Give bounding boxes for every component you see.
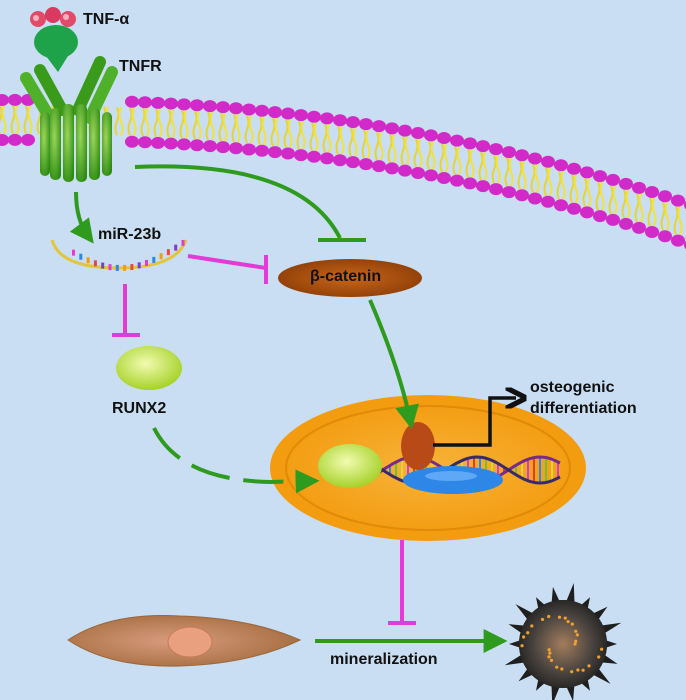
tnfr-to-mir-arrow [69, 191, 94, 244]
tnfr-label: TNFR [119, 58, 162, 75]
beta-catenin-label: β-catenin [310, 268, 382, 285]
beta-catenin-shape [278, 259, 422, 297]
osteogenic-arrow [433, 398, 516, 447]
osteogenic-label-line2: differentiation [530, 400, 637, 417]
mineralized-cell [504, 582, 622, 700]
tnfr-receptor [20, 56, 118, 182]
runx2-nuclear [318, 444, 382, 488]
runx2-to-nucleus-arrow [152, 427, 320, 494]
runx2-shape [116, 346, 182, 390]
beta-to-nucleus-arrow [368, 299, 419, 430]
tnf-alpha-label: TNF-α [83, 11, 130, 28]
cell-membrane [0, 93, 686, 250]
spindle-cell [67, 615, 302, 667]
mineralization-label: mineralization [330, 651, 438, 668]
mir-inhibit-beta-line [187, 254, 267, 270]
tnfr-inhibit-beta-line [134, 164, 342, 239]
osteogenic-label-line1: osteogenic [530, 379, 615, 396]
tnf-alpha-ligand [30, 7, 78, 72]
mir-23b-label: miR-23b [98, 226, 162, 243]
beta-catenin-nuclear [401, 422, 435, 470]
mir-23b-strand [50, 239, 188, 271]
runx2-label: RUNX2 [112, 400, 167, 417]
